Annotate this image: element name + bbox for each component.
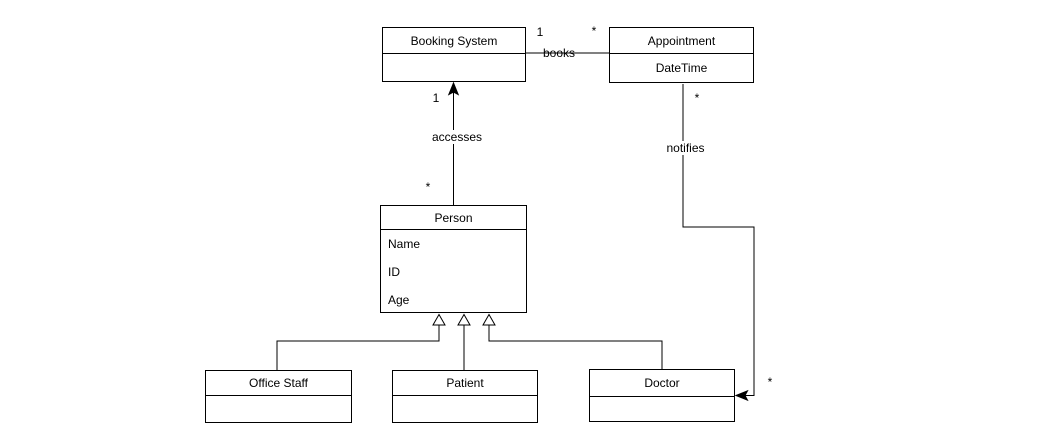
class-doctor[interactable]: Doctor bbox=[589, 369, 735, 422]
association-accesses-label: accesses bbox=[429, 130, 485, 144]
notifies-arrowhead-icon bbox=[734, 389, 749, 402]
books-source-multiplicity: 1 bbox=[536, 25, 544, 39]
accesses-target-multiplicity: 1 bbox=[432, 91, 440, 105]
class-person-attribute: Age bbox=[388, 293, 410, 307]
accesses-arrowhead-icon bbox=[447, 81, 460, 96]
association-notifies-label: notifies bbox=[661, 141, 710, 155]
class-person-attribute: ID bbox=[388, 265, 400, 279]
doctor-triangle-arrowhead-icon bbox=[482, 313, 496, 326]
class-patient[interactable]: Patient bbox=[392, 370, 538, 423]
generalization-office-staff-edge[interactable] bbox=[276, 313, 446, 371]
notifies-line bbox=[682, 84, 755, 396]
doctor-generalization-line bbox=[488, 325, 663, 369]
class-appointment[interactable]: Appointment DateTime bbox=[609, 27, 754, 83]
accesses-source-multiplicity: * bbox=[425, 180, 431, 194]
class-appointment-name: Appointment bbox=[610, 28, 753, 54]
association-notifies-edge[interactable] bbox=[682, 84, 755, 402]
generalization-patient-edge[interactable] bbox=[457, 313, 471, 371]
association-books-label: books bbox=[542, 46, 576, 60]
class-booking-system[interactable]: Booking System bbox=[382, 27, 526, 82]
notifies-target-multiplicity: * bbox=[767, 375, 773, 389]
class-booking-system-name: Booking System bbox=[383, 28, 525, 54]
books-target-multiplicity: * bbox=[591, 24, 597, 38]
class-person-attribute: Name bbox=[388, 237, 421, 251]
office-staff-generalization-line bbox=[276, 325, 440, 370]
class-patient-name: Patient bbox=[393, 371, 537, 396]
class-person-name: Person bbox=[381, 206, 526, 230]
generalization-doctor-edge[interactable] bbox=[482, 313, 663, 370]
class-doctor-name: Doctor bbox=[590, 370, 734, 397]
office-staff-triangle-arrowhead-icon bbox=[432, 313, 446, 326]
class-office-staff-name: Office Staff bbox=[206, 371, 351, 396]
association-accesses-edge[interactable] bbox=[447, 81, 460, 205]
notifies-source-multiplicity: * bbox=[694, 91, 700, 105]
class-office-staff[interactable]: Office Staff bbox=[205, 370, 352, 423]
patient-triangle-arrowhead-icon bbox=[457, 313, 471, 326]
class-person[interactable]: Person Name ID Age bbox=[380, 205, 527, 313]
class-appointment-attribute: DateTime bbox=[655, 61, 708, 75]
